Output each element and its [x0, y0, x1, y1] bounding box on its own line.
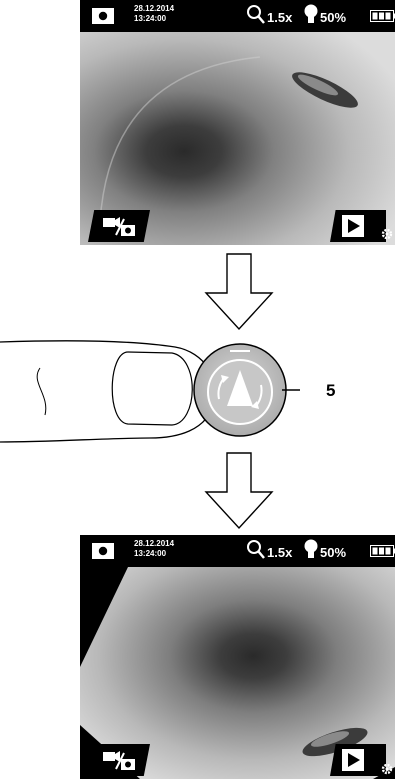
finger-pressing-rotate-button — [0, 320, 300, 450]
light-value: 50% — [320, 10, 346, 25]
callout-number: 5 — [326, 381, 335, 401]
time-text: 13:24:00 — [134, 14, 174, 24]
gear-icon[interactable] — [381, 763, 393, 775]
time-text: 13:24:00 — [134, 549, 174, 559]
gear-icon[interactable] — [381, 228, 393, 240]
mode-switch-button[interactable] — [88, 210, 150, 242]
bulb-icon — [303, 4, 319, 26]
play-icon — [342, 215, 364, 237]
zoom-value: 1.5x — [267, 545, 292, 560]
date-time: 28.12.2014 13:24:00 — [134, 539, 174, 559]
display-after-rotation: 28.12.2014 13:24:00 1.5x 50% — [80, 535, 395, 779]
date-text: 28.12.2014 — [134, 4, 174, 14]
camera-icon — [92, 8, 114, 24]
status-bar: 28.12.2014 13:24:00 1.5x 50% — [80, 535, 395, 567]
video-photo-icon — [102, 749, 136, 771]
date-time: 28.12.2014 13:24:00 — [134, 4, 174, 24]
mode-switch-button[interactable] — [88, 744, 150, 776]
light-indicator: 50% — [303, 4, 346, 26]
rotate-button-5 — [194, 344, 286, 436]
date-text: 28.12.2014 — [134, 539, 174, 549]
play-button[interactable] — [330, 210, 386, 242]
video-photo-icon — [102, 215, 136, 237]
zoom-indicator: 1.5x — [246, 539, 292, 561]
zoom-value: 1.5x — [267, 10, 292, 25]
status-bar: 28.12.2014 13:24:00 1.5x 50% — [80, 0, 395, 32]
light-value: 50% — [320, 545, 346, 560]
play-button[interactable] — [330, 744, 386, 776]
zoom-indicator: 1.5x — [246, 4, 292, 26]
magnifier-icon — [246, 539, 266, 561]
battery-icon — [370, 10, 395, 22]
magnifier-icon — [246, 4, 266, 26]
bulb-icon — [303, 539, 319, 561]
light-indicator: 50% — [303, 539, 346, 561]
arrow-down-icon — [204, 452, 274, 530]
play-icon — [342, 749, 364, 771]
display-before-rotation: 28.12.2014 13:24:00 1.5x 50% — [80, 0, 395, 245]
battery-icon — [370, 545, 395, 557]
camera-icon — [92, 543, 114, 559]
